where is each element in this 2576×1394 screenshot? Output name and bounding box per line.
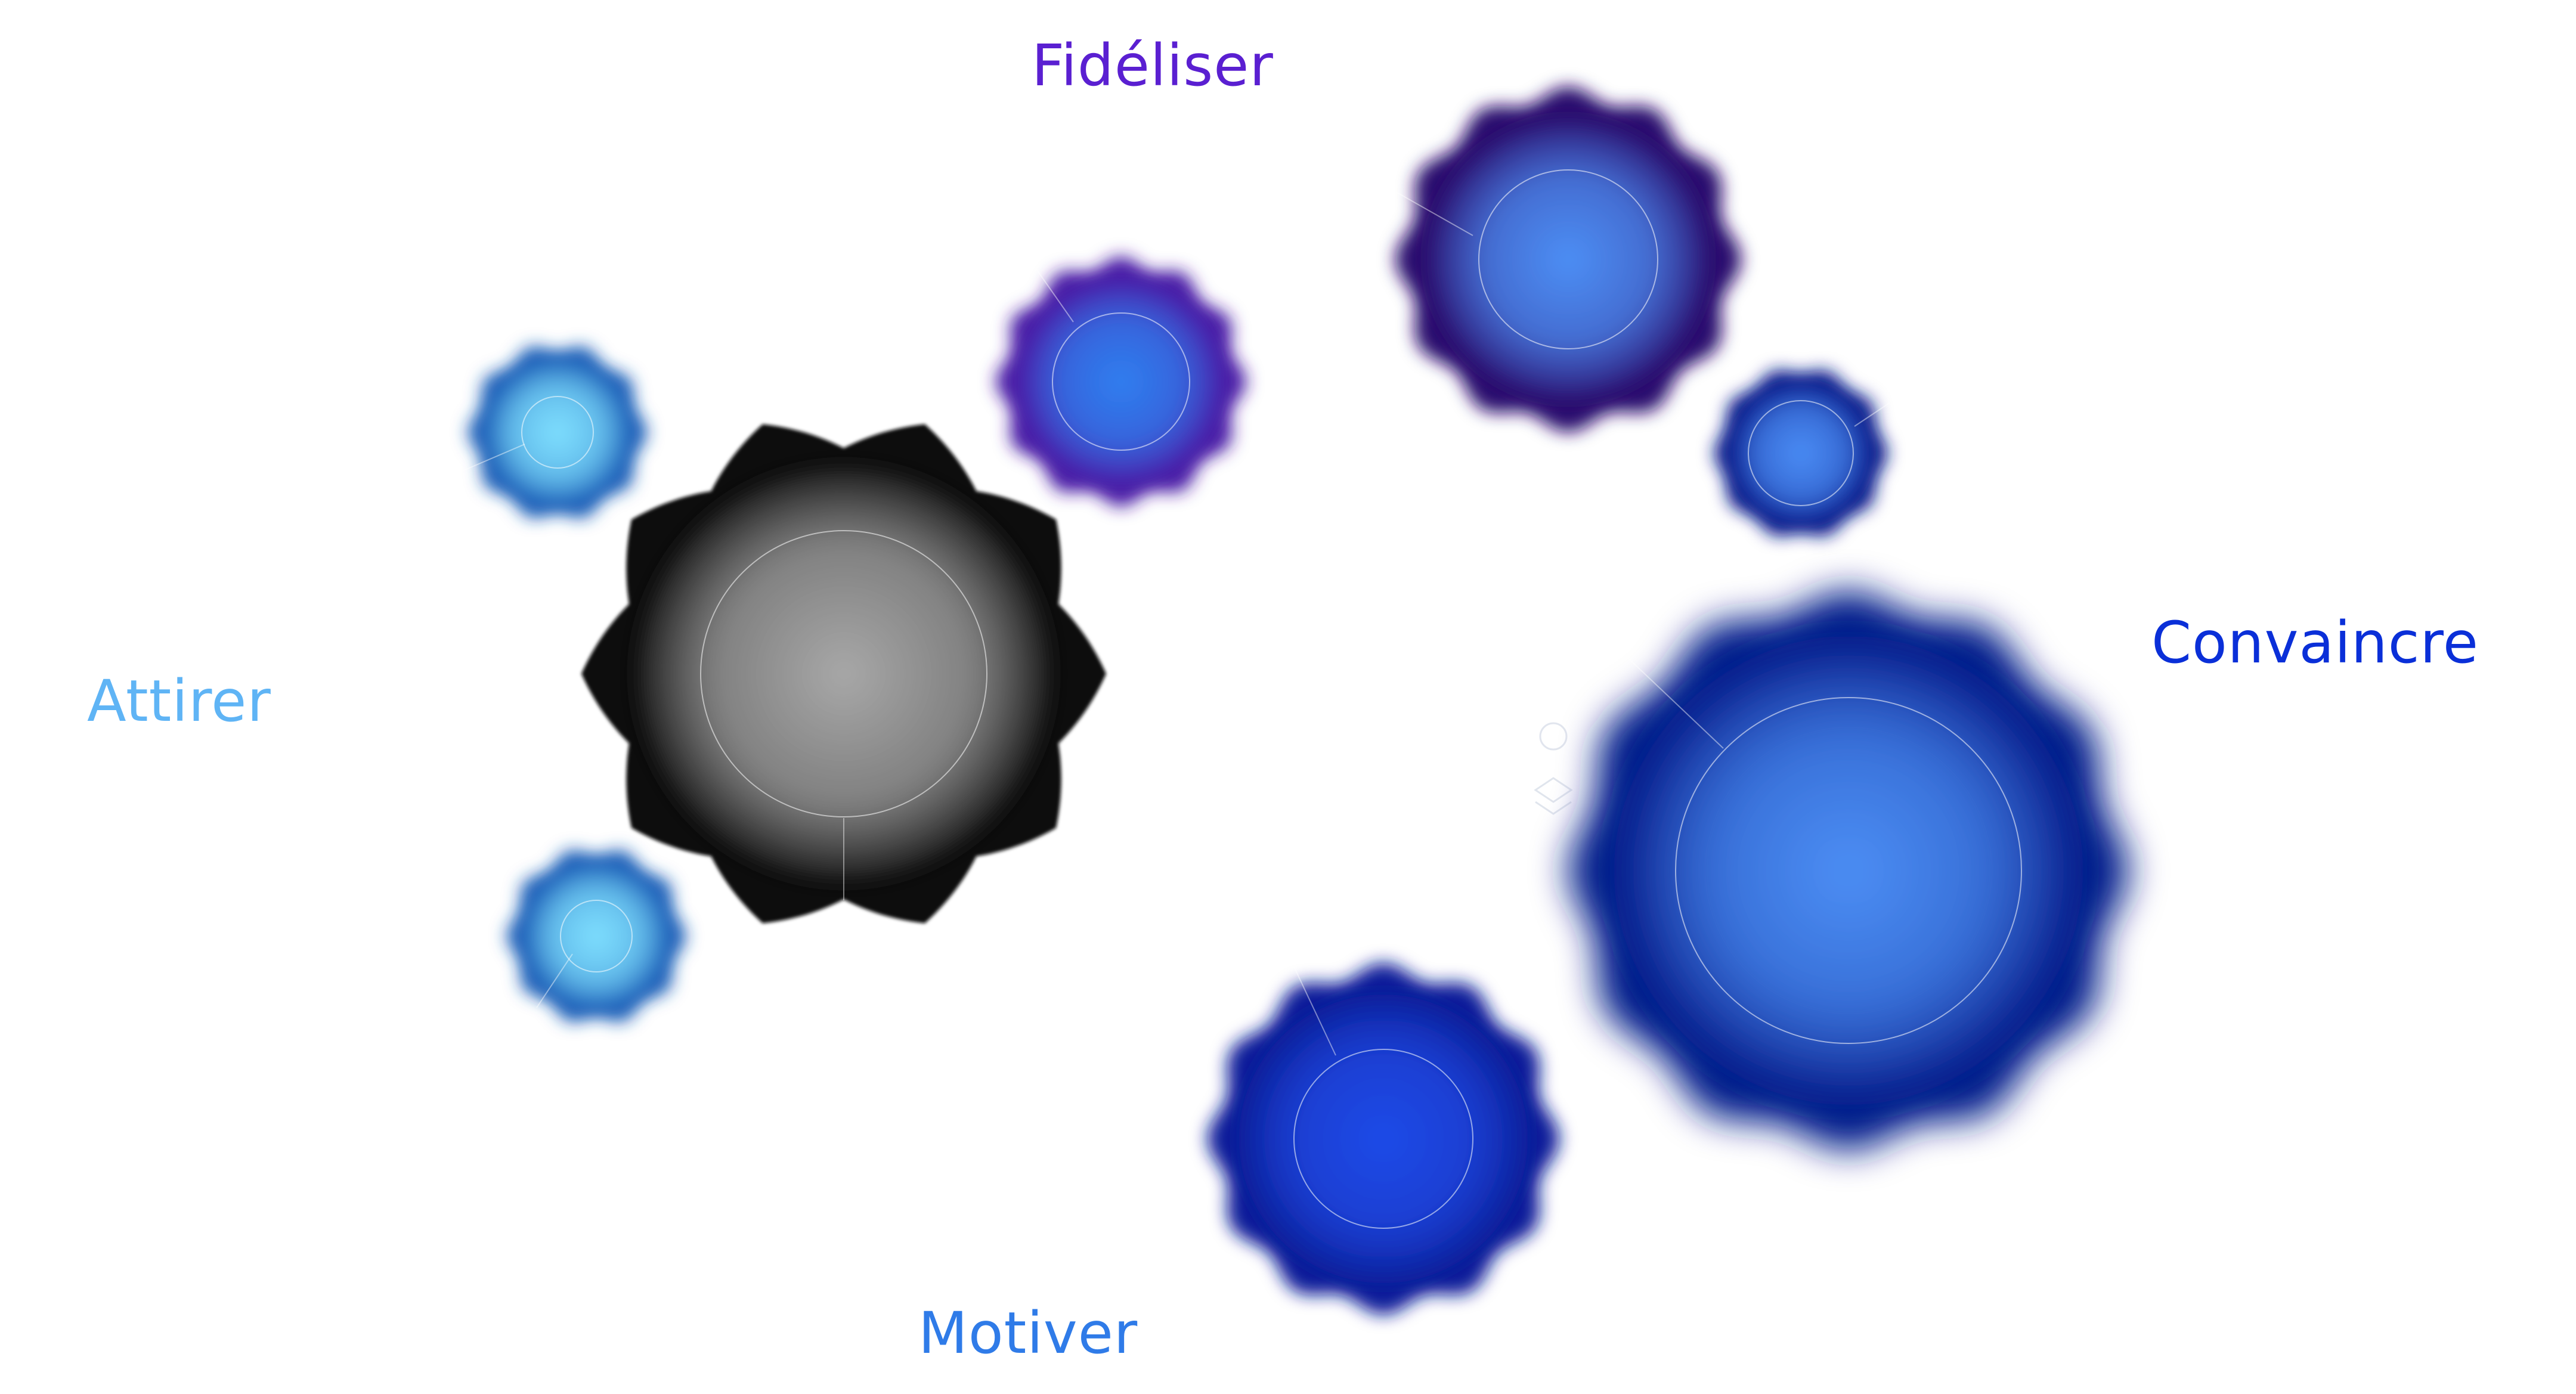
gear-glow xyxy=(1730,382,1872,524)
gear-ring xyxy=(1675,697,2022,1044)
gear-connector-line xyxy=(1031,262,1074,323)
gear-convaincre-small xyxy=(1714,370,1891,537)
gear-attirer-top xyxy=(462,346,647,518)
gear-glow xyxy=(1618,640,2079,1101)
gear-ring xyxy=(560,900,633,972)
faint-layers-icon xyxy=(1534,722,1573,815)
gear-connector-line xyxy=(1383,184,1473,236)
gear-connector-line xyxy=(462,444,525,472)
gear-glow xyxy=(1018,278,1224,485)
gear-attirer-bottom xyxy=(507,850,686,1022)
gear-ring xyxy=(521,396,594,469)
gear-connector-line xyxy=(1287,953,1336,1056)
gear-motiver xyxy=(1208,953,1559,1315)
label-convaincre: Convaincre xyxy=(2151,609,2479,676)
gear-glow xyxy=(1239,995,1528,1283)
gear-hub xyxy=(581,424,1106,924)
gear-glow xyxy=(484,359,631,506)
gear-connector-line xyxy=(1854,402,1891,427)
gear-connector-line xyxy=(536,953,573,1008)
gear-fideliser-large xyxy=(1383,86,1741,432)
gear-glow xyxy=(1426,117,1710,401)
label-fideliser: Fidéliser xyxy=(1032,32,1274,99)
gear-ring xyxy=(700,530,987,817)
label-attirer: Attirer xyxy=(87,668,271,735)
label-motiver: Motiver xyxy=(918,1300,1138,1367)
gear-ring xyxy=(1478,169,1658,349)
gear-glow xyxy=(634,464,1054,884)
gear-ring xyxy=(1748,400,1854,506)
gear-glow xyxy=(523,863,670,1009)
gear-fideliser-small xyxy=(996,256,1246,507)
gear-convaincre-large xyxy=(1568,590,2129,1151)
gear-ring xyxy=(1052,312,1190,451)
gear-connector-line xyxy=(1609,640,1724,749)
gear-ring xyxy=(1293,1049,1473,1229)
